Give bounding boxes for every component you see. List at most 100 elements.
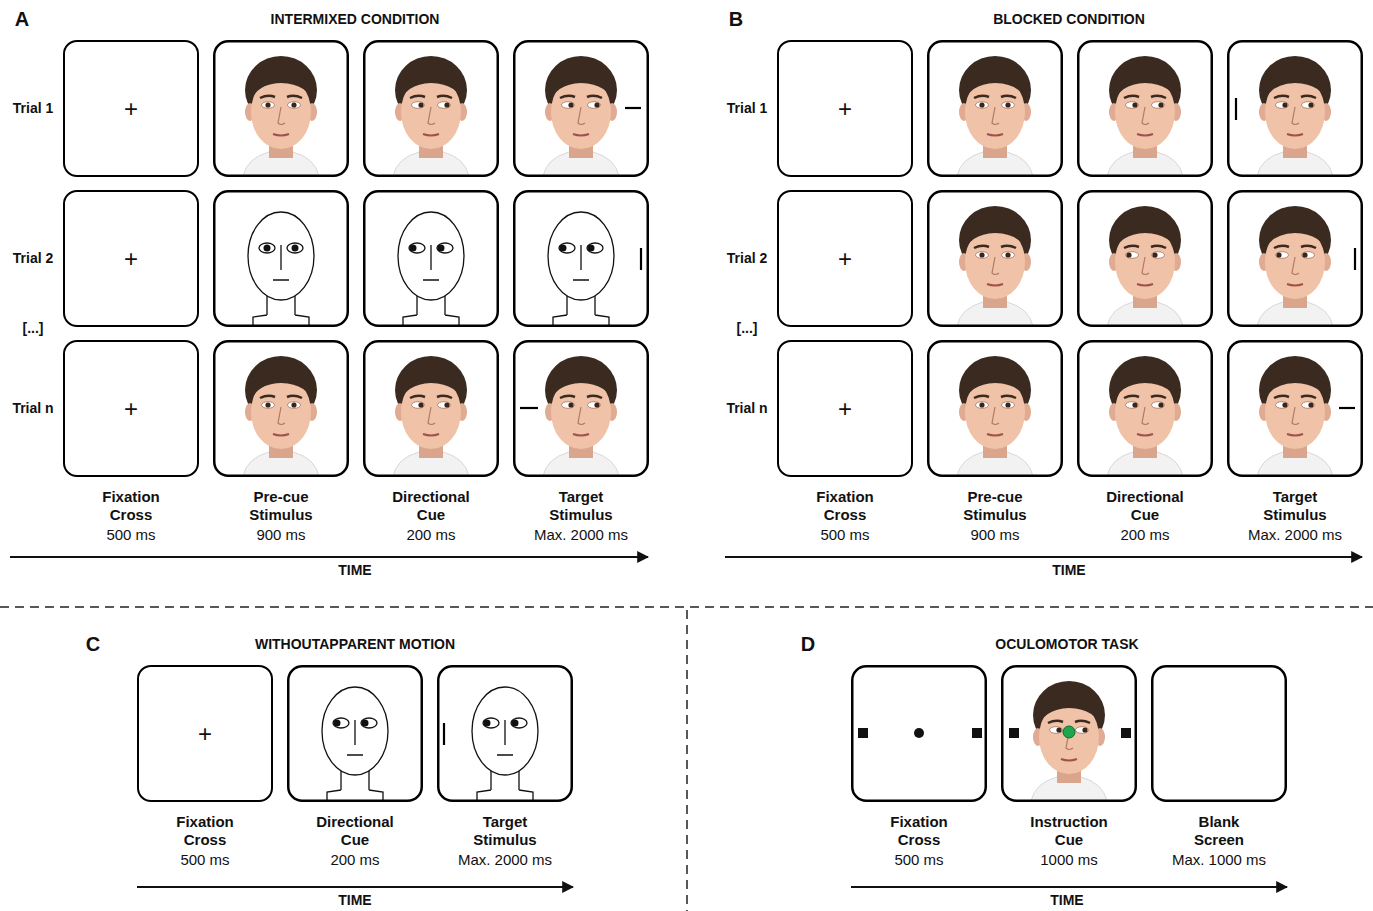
face-frame bbox=[364, 41, 498, 176]
face-frame bbox=[364, 341, 498, 476]
face-frame bbox=[514, 41, 648, 176]
face-frame-part bbox=[291, 402, 296, 407]
phase-name: Fixation Cross bbox=[800, 488, 890, 524]
phase-duration: Max. 2000 ms bbox=[458, 851, 552, 869]
face-frame-part bbox=[1063, 726, 1075, 738]
face-frame-part bbox=[214, 191, 348, 326]
face-frame-part bbox=[640, 248, 642, 270]
face-frame-part bbox=[398, 212, 464, 326]
time-arrow bbox=[137, 886, 573, 888]
face-frame-part bbox=[334, 720, 341, 727]
face-frame-part bbox=[364, 191, 498, 326]
face-frame-part bbox=[1235, 98, 1237, 120]
face-frame-part bbox=[265, 102, 270, 107]
face-frame-part bbox=[979, 402, 984, 407]
face-frame bbox=[214, 41, 348, 176]
face-frame-part bbox=[214, 341, 348, 476]
panel-title: OCULOMOTOR TASK bbox=[995, 635, 1138, 653]
time-axis-label: TIME bbox=[338, 891, 371, 909]
face-frame-part bbox=[543, 56, 619, 176]
face-frame-part bbox=[594, 102, 599, 107]
time-axis-label: TIME bbox=[338, 561, 371, 579]
phase-name: Directional Cue bbox=[1100, 488, 1190, 524]
face-frame-part bbox=[438, 245, 445, 252]
phase-duration: 500 ms bbox=[106, 526, 155, 544]
fixation-cross: + bbox=[124, 397, 138, 421]
face-frame bbox=[1228, 341, 1362, 476]
face-frame-part bbox=[393, 356, 469, 476]
face-frame bbox=[364, 191, 498, 326]
face-frame-part bbox=[288, 666, 422, 801]
face-frame-part bbox=[265, 402, 270, 407]
face-frame-part bbox=[588, 245, 595, 252]
phase-name: Fixation Cross bbox=[874, 813, 964, 849]
fixation-frame bbox=[852, 666, 986, 801]
face-frame-part bbox=[1354, 248, 1356, 270]
phase-duration: 200 ms bbox=[406, 526, 455, 544]
phase-name: Target Stimulus bbox=[536, 488, 626, 524]
fixation-frame-part bbox=[858, 728, 868, 738]
face-frame-part bbox=[1276, 252, 1281, 257]
panel-title: INTERMIXED CONDITION bbox=[271, 10, 440, 28]
face-frame-part bbox=[1107, 206, 1183, 326]
fixation-frame-part bbox=[972, 728, 982, 738]
time-axis-label: TIME bbox=[1052, 561, 1085, 579]
trial-label: Trial 2 bbox=[727, 249, 767, 267]
face-frame bbox=[1002, 666, 1136, 801]
phase-name: Blank Screen bbox=[1174, 813, 1264, 849]
face-frame-part bbox=[1002, 666, 1136, 801]
phase-name: Directional Cue bbox=[310, 813, 400, 849]
panel-letter: A bbox=[15, 8, 29, 30]
dashed-separator bbox=[0, 606, 1373, 608]
face-frame-part bbox=[364, 41, 498, 176]
fixation-frame: + bbox=[63, 40, 199, 177]
time-arrow bbox=[851, 886, 1287, 888]
phase-name: Target Stimulus bbox=[460, 813, 550, 849]
trial-label: Trial n bbox=[726, 399, 767, 417]
fixation-cross: + bbox=[124, 97, 138, 121]
phase-duration: 1000 ms bbox=[1040, 851, 1098, 869]
face-frame-part bbox=[243, 56, 319, 176]
face-frame-part bbox=[1132, 402, 1137, 407]
phase-name: Pre-cue Stimulus bbox=[236, 488, 326, 524]
face-frame-part bbox=[410, 245, 417, 252]
face-frame-part bbox=[928, 191, 1062, 326]
phase-duration: 500 ms bbox=[180, 851, 229, 869]
face-frame-part bbox=[514, 341, 648, 476]
face-frame-part bbox=[979, 102, 984, 107]
face-frame bbox=[214, 191, 348, 326]
face-frame-part bbox=[568, 102, 573, 107]
fixation-cross: + bbox=[838, 247, 852, 271]
face-frame-part bbox=[418, 402, 423, 407]
face-frame-part bbox=[1005, 102, 1010, 107]
face-frame-part bbox=[560, 245, 567, 252]
face-frame-part bbox=[472, 687, 538, 801]
trial-label: [...] bbox=[23, 319, 44, 337]
face-frame-part bbox=[1078, 41, 1212, 176]
face-frame-part bbox=[1152, 252, 1157, 257]
face-frame-part bbox=[625, 107, 641, 109]
face-frame-part bbox=[520, 407, 538, 409]
face-frame-part bbox=[979, 252, 984, 257]
face-frame-part bbox=[543, 356, 619, 476]
face-frame-part bbox=[1308, 402, 1313, 407]
face-frame-part bbox=[418, 102, 423, 107]
fixation-frame: + bbox=[777, 340, 913, 477]
trial-label: Trial 1 bbox=[13, 99, 53, 117]
face-frame-part bbox=[1005, 402, 1010, 407]
phase-duration: 500 ms bbox=[820, 526, 869, 544]
face-frame-part bbox=[957, 206, 1033, 326]
phase-name: Instruction Cue bbox=[1024, 813, 1114, 849]
fixation-cross: + bbox=[124, 247, 138, 271]
trial-label: Trial n bbox=[12, 399, 53, 417]
fixation-cross: + bbox=[838, 397, 852, 421]
phase-duration: Max. 2000 ms bbox=[534, 526, 628, 544]
phase-name: Fixation Cross bbox=[86, 488, 176, 524]
face-frame-part bbox=[1132, 102, 1137, 107]
time-axis-label: TIME bbox=[1050, 891, 1083, 909]
fixation-frame: + bbox=[777, 190, 913, 327]
face-frame-part bbox=[444, 102, 449, 107]
face-frame-part bbox=[214, 41, 348, 176]
phase-name: Target Stimulus bbox=[1250, 488, 1340, 524]
face-frame bbox=[928, 191, 1062, 326]
